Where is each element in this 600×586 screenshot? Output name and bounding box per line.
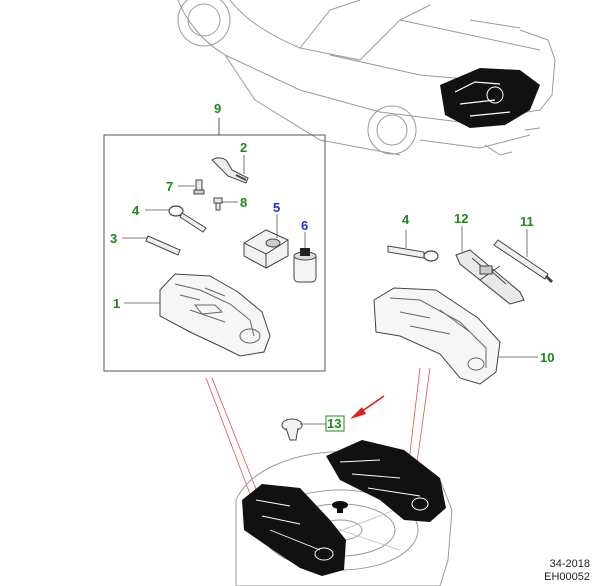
kit-group-box xyxy=(103,134,326,372)
reference-code-illustration: EH00052 xyxy=(544,571,590,583)
bolt-icon xyxy=(178,179,205,195)
small-bolt-icon xyxy=(213,197,238,211)
callout-7: 7 xyxy=(166,179,173,194)
rod-icon xyxy=(122,235,181,256)
callout-4-kit: 4 xyxy=(132,203,140,218)
callout-2: 2 xyxy=(240,140,247,155)
callout-4-right: 4 xyxy=(402,212,410,227)
callout-6: 6 xyxy=(301,218,308,233)
callout-10: 10 xyxy=(540,350,554,365)
jack-icon xyxy=(455,226,525,305)
towing-eye-right-icon xyxy=(387,230,439,262)
foam-tray-icon xyxy=(124,273,271,357)
retainer-knob-icon xyxy=(281,418,326,441)
wheel-brace-right-icon xyxy=(493,229,554,284)
vehicle-outline-icon xyxy=(177,0,556,156)
callout-3: 3 xyxy=(110,231,117,246)
callout-11: 11 xyxy=(520,214,534,229)
wheel-brace-icon xyxy=(211,155,249,184)
towing-eye-icon xyxy=(145,205,207,233)
arrow-red-icon xyxy=(350,395,385,419)
compressor-icon xyxy=(243,214,289,269)
large-foam-tray-icon xyxy=(373,287,538,385)
installation-leader-lines xyxy=(205,367,431,495)
reference-code-date: 34-2018 xyxy=(549,558,590,570)
callout-12: 12 xyxy=(454,211,468,226)
installed-tray-highlight xyxy=(242,440,446,576)
callout-13-box xyxy=(325,415,345,432)
callout-5: 5 xyxy=(273,200,280,215)
callout-8: 8 xyxy=(240,195,247,210)
callout-13: 13 xyxy=(327,416,341,431)
callout-9: 9 xyxy=(214,101,221,116)
callout-1: 1 xyxy=(113,296,120,311)
trunk-tool-tray-highlight xyxy=(440,68,540,128)
sealant-bottle-icon xyxy=(293,232,317,283)
